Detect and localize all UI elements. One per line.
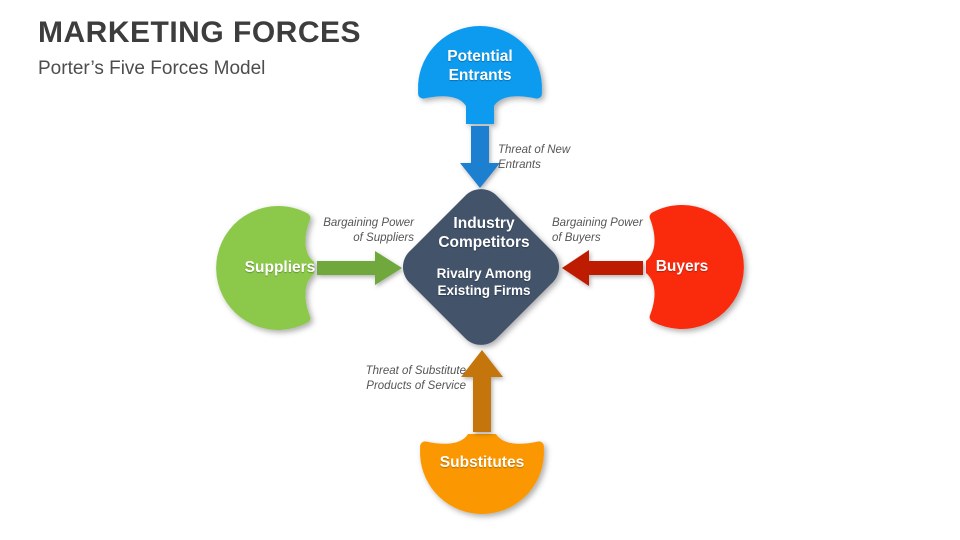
arrow-left-red (562, 250, 643, 286)
industry-competitors-shape (402, 189, 560, 345)
connector-bargaining-power-of-buyers[interactable] (562, 250, 643, 286)
node-substitutes[interactable] (420, 434, 544, 514)
node-potential-entrants[interactable] (418, 26, 542, 124)
substitutes-shape (420, 434, 544, 514)
arrow-right-green (317, 251, 402, 285)
connector-threat-of-substitute-products[interactable] (461, 350, 503, 432)
suppliers-shape (216, 205, 314, 330)
connector-threat-of-new-entrants[interactable] (460, 126, 500, 188)
arrow-up-orange (461, 350, 503, 432)
connector-bargaining-power-of-suppliers[interactable] (317, 251, 402, 285)
arrow-down-blue (460, 126, 500, 188)
buyers-shape (646, 204, 744, 329)
node-buyers[interactable] (646, 204, 744, 329)
node-industry-competitors[interactable] (402, 189, 560, 345)
potential-entrants-shape (418, 26, 542, 124)
node-suppliers[interactable] (216, 205, 314, 330)
page-subtitle: Porter’s Five Forces Model (38, 58, 266, 79)
page-title: MARKETING FORCES (38, 16, 361, 49)
